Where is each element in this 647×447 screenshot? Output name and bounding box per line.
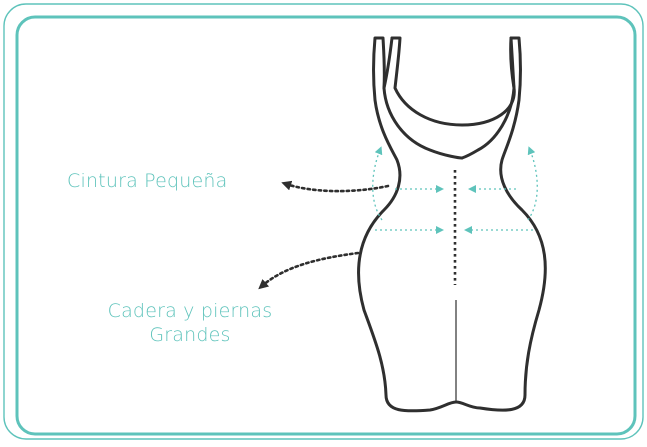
hip-pointer-arrow [262,253,358,286]
hips-label: Cadera y piernas Grandes [82,299,298,347]
hips-label-line-2: Grandes [82,323,298,347]
right-waist-curve-arrow [528,150,537,220]
left-waist-curve-arrow [373,150,382,220]
inner-frame [17,17,635,434]
waist-label: Cintura Pequeña [67,170,228,192]
outer-frame [4,4,643,439]
garment-outline [359,38,546,411]
hips-label-line-1: Cadera y piernas [82,299,298,323]
